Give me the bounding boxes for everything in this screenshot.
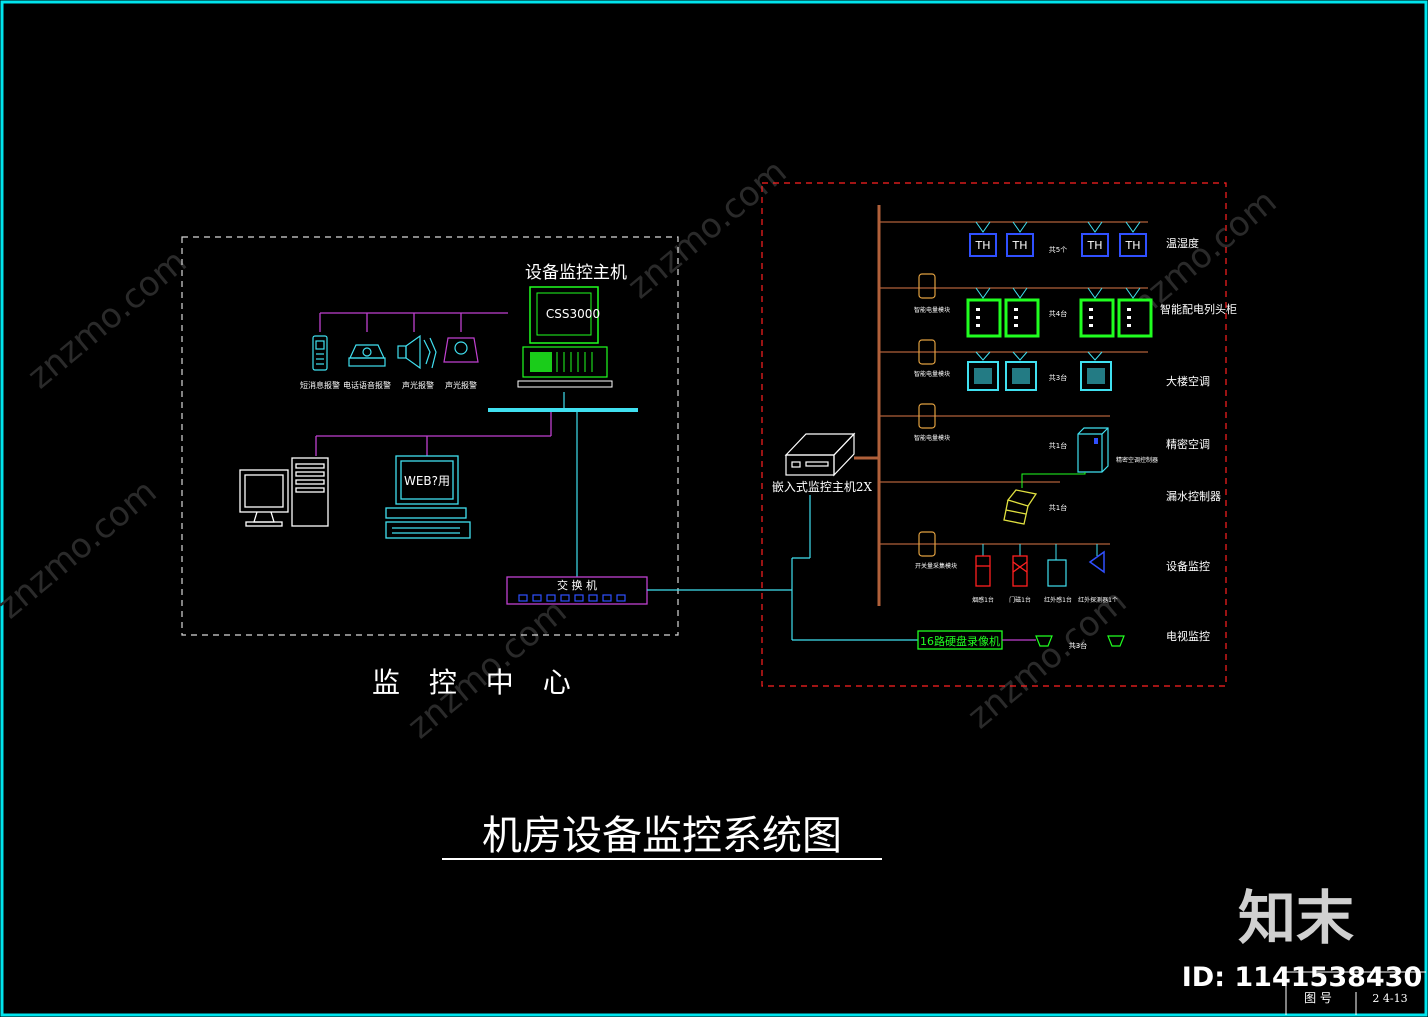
alarm-labels: 短消息报警 电话语音报警 声光报警 声光报警 bbox=[300, 380, 477, 390]
alarm-label: 短消息报警 bbox=[300, 380, 340, 390]
host-title: 设备监控主机 bbox=[525, 263, 627, 283]
alarm-bus bbox=[315, 312, 552, 456]
row-building-ac: 共3台 大楼空调 bbox=[967, 351, 1210, 391]
device-label: 红外感1台 bbox=[1044, 596, 1072, 604]
field-area-boundary bbox=[761, 182, 1227, 687]
th-sensor-label: TH bbox=[975, 239, 991, 252]
module-labels: 智能电量模块 智能电量模块 智能电量模块 开关量采集模块 bbox=[914, 306, 957, 570]
row-leak-controller: 共1台 漏水控制器 bbox=[1003, 489, 1221, 525]
ac-unit-icons bbox=[967, 361, 1112, 391]
brand-logo: 知末 bbox=[1238, 884, 1354, 952]
embedded-host-icon bbox=[784, 432, 856, 477]
device-label: 烟感1台 bbox=[972, 596, 994, 604]
th-sensor-label: TH bbox=[1012, 239, 1028, 252]
watermark-text: znzmo.com bbox=[620, 152, 794, 307]
row-count-note: 共1台 bbox=[1049, 441, 1067, 450]
dvr-label: 16路硬盘录像机 bbox=[920, 634, 1000, 648]
row-label: 漏水控制器 bbox=[1166, 489, 1221, 503]
device-label: 门磁1台 bbox=[1009, 596, 1031, 604]
precision-ac-controller-label: 精密空调控制器 bbox=[1116, 456, 1158, 464]
row-label: 电视监控 bbox=[1166, 629, 1210, 643]
camera-icons bbox=[1035, 635, 1125, 647]
center-to-field-link bbox=[647, 495, 918, 641]
row-label: 智能配电列头柜 bbox=[1160, 302, 1237, 316]
row-count-note: 共4台 bbox=[1049, 309, 1067, 318]
pdu-cabinet-icons bbox=[966, 298, 1153, 338]
row-device-monitoring: 烟感1台 门磁1台 红外感1台 红外探测器1个 设备监控 bbox=[972, 544, 1210, 604]
row-count-note: 共3台 bbox=[1069, 641, 1087, 650]
watermark-text: znzmo.com bbox=[960, 582, 1134, 737]
module-label: 智能电量模块 bbox=[914, 370, 950, 378]
th-sensor-label: TH bbox=[1125, 239, 1141, 252]
network-switch: 交 换 机 bbox=[506, 576, 648, 605]
row-cctv: 16路硬盘录像机 共3台 电视监控 bbox=[917, 629, 1210, 650]
monitor-center-caption: 监 控 中 心 bbox=[372, 666, 581, 699]
embedded-host-label: 嵌入式监控主机2X bbox=[772, 480, 873, 494]
web-label: WEB?用 bbox=[404, 474, 450, 488]
infrared-sensor-icon bbox=[1047, 559, 1067, 587]
phone-alarm-icon bbox=[348, 344, 386, 367]
switch-ports bbox=[518, 594, 626, 602]
row-temperature-humidity: TH TH TH TH 共5个 温湿度 bbox=[969, 221, 1199, 257]
row-label: 精密空调 bbox=[1166, 437, 1210, 451]
monitor-center-boundary bbox=[181, 236, 679, 636]
row-count-note: 共5个 bbox=[1049, 245, 1067, 254]
row-count-note: 共3台 bbox=[1049, 373, 1067, 382]
row-precision-ac: 共1台 精密空调控制器 精密空调 bbox=[1049, 427, 1210, 473]
row-count-note: 共1台 bbox=[1049, 503, 1067, 512]
watermark-text: znzmo.com bbox=[20, 242, 194, 397]
image-id: ID: 1141538430 bbox=[1182, 962, 1423, 993]
sound-light-alarm-icon-2 bbox=[443, 337, 479, 363]
module-label: 智能电量模块 bbox=[914, 434, 950, 442]
host-screen-label: CSS3000 bbox=[546, 307, 600, 321]
module-label: 智能电量模块 bbox=[914, 306, 950, 314]
sms-alarm-icon bbox=[312, 335, 328, 371]
alarm-label: 声光报警 bbox=[402, 380, 434, 390]
th-sensor-label: TH bbox=[1087, 239, 1103, 252]
row-label: 温湿度 bbox=[1166, 236, 1199, 250]
drawing-title: 机房设备监控系统图 bbox=[482, 813, 842, 859]
switch-label: 交 换 机 bbox=[557, 578, 597, 592]
watermark-text: znzmo.com bbox=[0, 472, 164, 627]
title-block: 图 号 2 4-13 bbox=[1285, 971, 1426, 1015]
module-icons bbox=[918, 273, 936, 557]
leak-link bbox=[1021, 472, 1086, 488]
drawing-number-value: 2 4-13 bbox=[1372, 992, 1407, 1005]
precision-ac-icon bbox=[1077, 427, 1109, 473]
row-pdu-cabinets: 共4台 智能配电列头柜 bbox=[966, 287, 1237, 338]
alarm-label: 电话语音报警 bbox=[343, 380, 391, 390]
web-terminal-icon: WEB?用 bbox=[385, 455, 471, 539]
drawing-number-label: 图 号 bbox=[1304, 991, 1332, 1005]
workstation-pc-icon bbox=[239, 457, 329, 527]
row-label: 大楼空调 bbox=[1166, 374, 1210, 388]
device-label: 红外探测器1个 bbox=[1078, 596, 1118, 604]
row-label: 设备监控 bbox=[1166, 559, 1210, 573]
host-computer-icon: CSS3000 bbox=[517, 286, 613, 388]
sound-light-alarm-icon bbox=[397, 334, 437, 370]
alarm-label: 声光报警 bbox=[445, 380, 477, 390]
smoke-detector-icon bbox=[975, 555, 991, 587]
door-contact-icon bbox=[1012, 555, 1028, 587]
infrared-detector-icon bbox=[1088, 550, 1105, 574]
leak-controller-icon bbox=[1003, 489, 1038, 525]
module-label: 开关量采集模块 bbox=[915, 562, 957, 570]
